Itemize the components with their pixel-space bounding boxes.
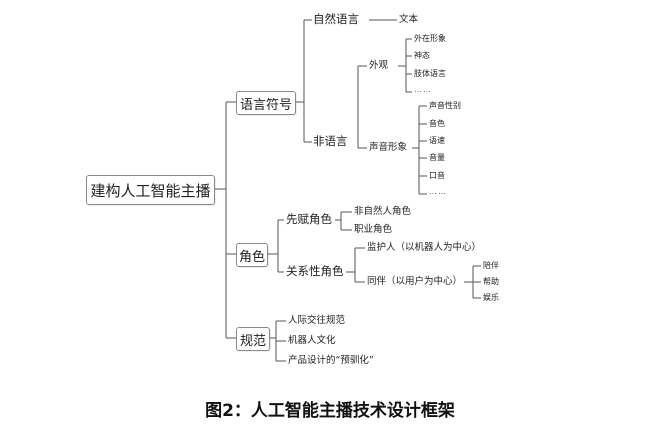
node-companion: 同伴（以用户为中心） <box>367 276 463 287</box>
leaf-endowed-0: 非自然人角色 <box>354 206 412 217</box>
leaf-norms-0: 人际交往规范 <box>288 315 346 326</box>
leaf-appearance-2: 肢体语言 <box>414 69 446 78</box>
node-text: 文本 <box>399 14 419 25</box>
leaf-norms-1: 机器人文化 <box>288 335 336 346</box>
leaf-appearance-1: 神态 <box>414 51 430 60</box>
leaf-norms-2: 产品设计的“预驯化” <box>288 355 374 366</box>
root-label: 建构人工智能主播 <box>90 181 211 200</box>
node-relational-role: 关系性角色 <box>286 264 344 278</box>
node-voice-image: 声音形象 <box>369 142 408 153</box>
leaf-appearance-0: 外在形象 <box>414 34 446 43</box>
leaf-endowed-1: 职业角色 <box>354 224 393 235</box>
leaf-companion-1: 帮助 <box>483 277 499 286</box>
leaf-voice-4: 口音 <box>429 171 445 180</box>
leaf-voice-0: 声音性别 <box>429 101 461 110</box>
node-non-language: 非语言 <box>313 134 348 148</box>
leaf-appearance-ellipsis: …… <box>414 85 432 94</box>
node-appearance: 外观 <box>369 60 389 71</box>
leaf-companion-0: 陪伴 <box>483 261 499 270</box>
figure-caption: 图2：人工智能主播技术设计框架 <box>205 401 455 421</box>
leaf-voice-1: 音色 <box>429 119 445 128</box>
node-role: 角色 <box>236 243 268 267</box>
node-natural-language: 自然语言 <box>313 12 359 26</box>
root-node: 建构人工智能主播 <box>86 175 215 205</box>
node-norms: 规范 <box>236 327 270 351</box>
node-endowed-role: 先赋角色 <box>286 212 332 226</box>
leaf-voice-ellipsis: …… <box>429 187 447 196</box>
leaf-voice-3: 音量 <box>429 153 445 162</box>
node-guardian: 监护人（以机器人为中心） <box>367 242 482 253</box>
leaf-voice-2: 语速 <box>429 136 445 145</box>
node-language-symbols: 语言符号 <box>236 91 296 115</box>
leaf-companion-2: 娱乐 <box>483 293 499 302</box>
